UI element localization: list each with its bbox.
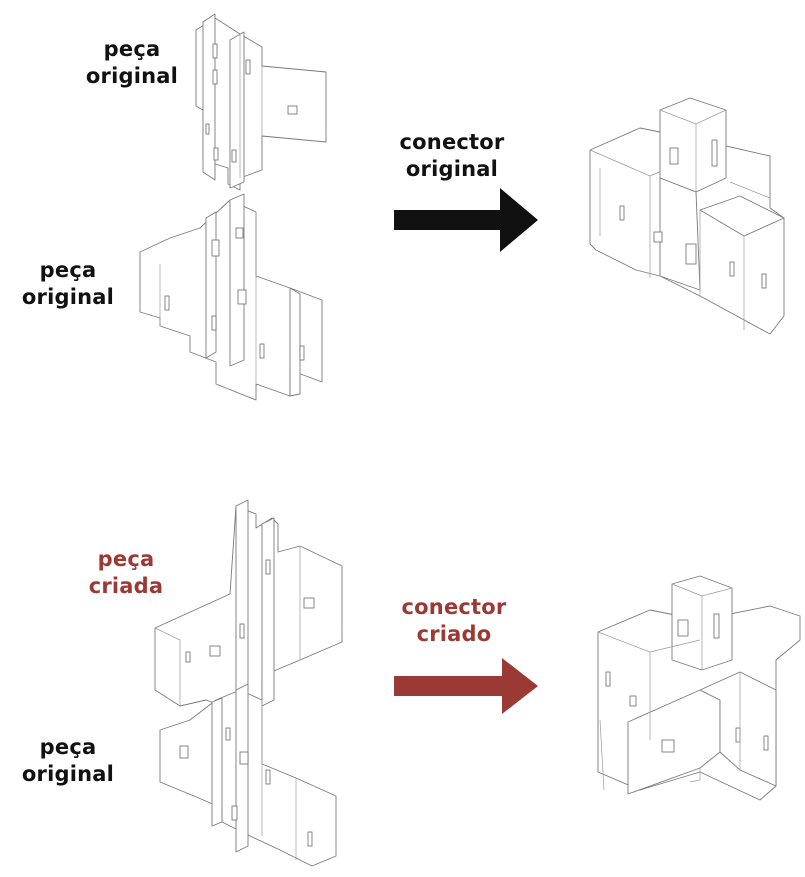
top-assembled-connector xyxy=(589,97,785,335)
top-connector-label: conector original xyxy=(399,130,505,181)
top-arrow xyxy=(394,188,538,252)
bottom-assembled-connector xyxy=(597,575,801,801)
bottom-connector-label: conector criado xyxy=(401,595,507,646)
bottom-upper-piece xyxy=(154,499,343,713)
top-lower-piece xyxy=(139,193,323,401)
top-upper-piece-label: peça original xyxy=(85,37,179,88)
top-upper-piece xyxy=(195,13,327,191)
bottom-lower-piece-label: peça original xyxy=(21,735,115,786)
bottom-arrow xyxy=(394,658,538,714)
bottom-lower-piece xyxy=(159,683,337,867)
bottom-upper-piece-label: peça criada xyxy=(88,547,164,598)
top-lower-piece-label: peça original xyxy=(21,258,115,309)
